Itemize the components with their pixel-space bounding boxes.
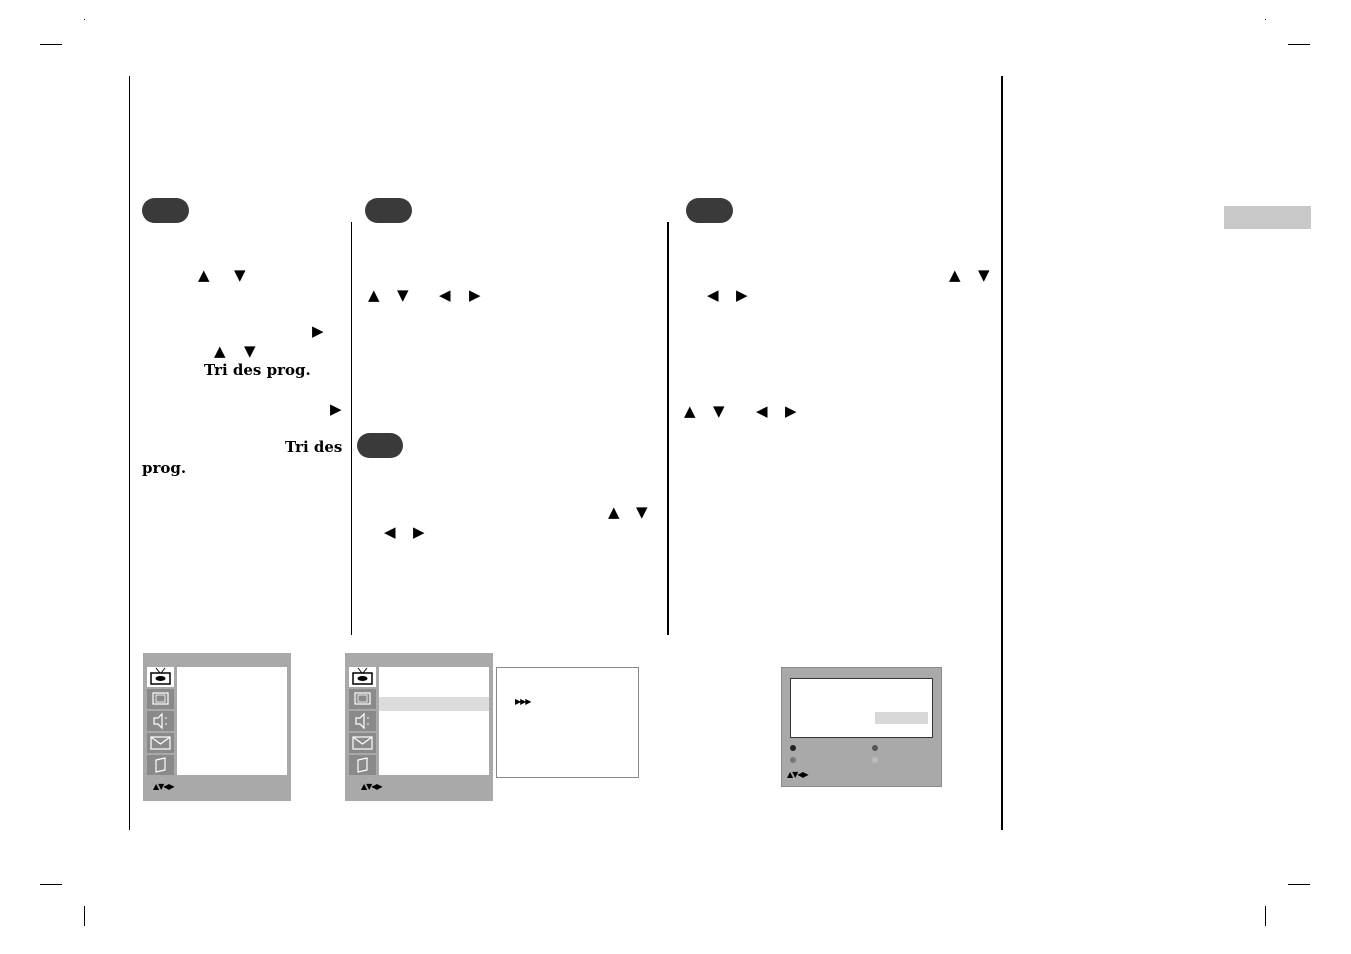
osd-menu-screen: ▲▼◀▶ bbox=[143, 653, 291, 801]
green-button-icon bbox=[872, 745, 878, 751]
crop-mark bbox=[84, 19, 85, 20]
crop-mark bbox=[40, 44, 62, 45]
crop-mark bbox=[1265, 906, 1266, 926]
arrow-right-icon: ▶ bbox=[413, 523, 425, 541]
osd-dialog-screen: ▲▼◀▶ bbox=[781, 667, 942, 787]
nav-arrows-icon: ▲▼◀▶ bbox=[361, 782, 383, 791]
tv-station-icon[interactable] bbox=[349, 667, 376, 687]
arrow-down-icon: ▼ bbox=[713, 402, 725, 420]
osd-menu-screen: ▲▼◀▶ bbox=[345, 653, 493, 801]
arrow-up-icon: ▲ bbox=[214, 342, 226, 360]
page-border-right bbox=[1001, 76, 1003, 830]
menu-item-label: prog. bbox=[142, 459, 187, 477]
arrow-left-icon: ◀ bbox=[756, 402, 768, 420]
arrow-left-icon: ◀ bbox=[707, 286, 719, 304]
picture-icon[interactable] bbox=[349, 689, 376, 709]
special-icon[interactable] bbox=[147, 755, 174, 775]
arrow-down-icon: ▼ bbox=[978, 266, 990, 284]
arrow-down-icon: ▼ bbox=[636, 503, 648, 521]
red-button-icon bbox=[790, 745, 796, 751]
tv-station-icon[interactable] bbox=[147, 667, 174, 687]
blue-button-icon bbox=[872, 757, 878, 763]
menu-item-label: Tri des bbox=[285, 438, 343, 456]
nav-arrows-icon: ▲▼◀▶ bbox=[787, 770, 809, 779]
arrow-left-icon: ◀ bbox=[384, 523, 396, 541]
submenu-arrow-icon: ▶▶▶ bbox=[515, 697, 532, 706]
step-badge bbox=[686, 198, 733, 223]
yellow-button-icon bbox=[790, 757, 796, 763]
arrow-right-icon: ▶ bbox=[312, 322, 324, 340]
arrow-right-icon: ▶ bbox=[785, 402, 797, 420]
crop-mark bbox=[1288, 884, 1310, 885]
osd-menu-panel bbox=[177, 667, 287, 775]
sound-icon[interactable] bbox=[349, 711, 376, 731]
crop-mark bbox=[1265, 19, 1266, 20]
column-divider bbox=[667, 222, 669, 635]
special-icon[interactable] bbox=[349, 755, 376, 775]
arrow-up-icon: ▲ bbox=[368, 286, 380, 304]
arrow-left-icon: ◀ bbox=[439, 286, 451, 304]
crop-mark bbox=[1288, 44, 1310, 45]
menu-highlight-row[interactable] bbox=[379, 697, 489, 711]
sound-icon[interactable] bbox=[147, 711, 174, 731]
menu-item-label: Tri des prog. bbox=[204, 361, 311, 379]
arrow-down-icon: ▼ bbox=[234, 266, 246, 284]
arrow-right-icon: ▶ bbox=[736, 286, 748, 304]
osd-submenu-panel: ▶▶▶ bbox=[496, 667, 639, 778]
step-badge bbox=[357, 433, 403, 458]
page-border-left bbox=[129, 76, 130, 830]
arrow-up-icon: ▲ bbox=[949, 266, 961, 284]
osd-menu-panel bbox=[379, 667, 489, 775]
arrow-down-icon: ▼ bbox=[244, 342, 256, 360]
crop-mark bbox=[84, 906, 85, 926]
arrow-right-icon: ▶ bbox=[469, 286, 481, 304]
input-field[interactable] bbox=[875, 712, 928, 724]
picture-icon[interactable] bbox=[147, 689, 174, 709]
nav-arrows-icon: ▲▼◀▶ bbox=[153, 782, 175, 791]
osd-dialog-panel bbox=[790, 678, 933, 738]
mail-icon[interactable] bbox=[147, 733, 174, 753]
arrow-right-icon: ▶ bbox=[330, 400, 342, 418]
arrow-up-icon: ▲ bbox=[608, 503, 620, 521]
side-tab bbox=[1224, 206, 1311, 229]
step-badge bbox=[142, 198, 189, 223]
arrow-up-icon: ▲ bbox=[198, 266, 210, 284]
arrow-down-icon: ▼ bbox=[397, 286, 409, 304]
mail-icon[interactable] bbox=[349, 733, 376, 753]
crop-mark bbox=[40, 884, 62, 885]
column-divider bbox=[351, 222, 352, 635]
arrow-up-icon: ▲ bbox=[684, 402, 696, 420]
step-badge bbox=[365, 198, 412, 223]
